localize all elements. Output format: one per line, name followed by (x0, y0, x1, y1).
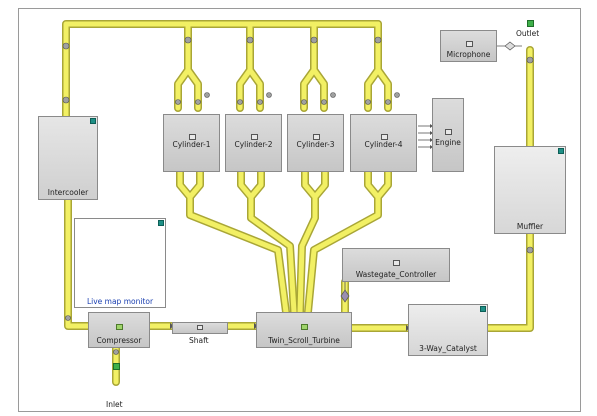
cylinder-1-block[interactable]: Cylinder-1 (163, 114, 220, 172)
microphone-link-valve (504, 41, 516, 51)
cylinder-4-block[interactable]: Cylinder-4 (350, 114, 417, 172)
connector-marker (158, 220, 164, 226)
pipe-junctions (62, 36, 534, 355)
muffler-block[interactable]: Muffler (494, 146, 566, 234)
turbine-icon (301, 324, 308, 330)
cylinder-2-label: Cylinder-2 (234, 140, 273, 149)
wastegate-controller-label: Wastegate_Controller (355, 270, 437, 279)
compressor-label: Compressor (96, 336, 142, 345)
connector-marker (90, 118, 96, 124)
wastegate-controller-block[interactable]: Wastegate_Controller (342, 248, 450, 282)
live-map-monitor[interactable]: Live map monitor (74, 218, 166, 308)
inlet-port[interactable] (113, 363, 120, 370)
twin-scroll-turbine-block[interactable]: Twin_Scroll_Turbine (256, 312, 352, 348)
shaft-block[interactable] (172, 322, 228, 334)
compressor-icon (116, 324, 123, 330)
engine-icon (445, 129, 452, 135)
outlet-label: Outlet (516, 29, 540, 38)
connector-marker (558, 148, 564, 154)
catalyst-label: 3-Way_Catalyst (419, 344, 477, 353)
wastegate-valve[interactable] (340, 289, 350, 303)
outlet-port[interactable] (527, 20, 534, 27)
cylinder-4-label: Cylinder-4 (364, 140, 403, 149)
muffler-label: Muffler (516, 222, 544, 231)
signal-lines (178, 45, 522, 331)
compressor-block[interactable]: Compressor (88, 312, 150, 348)
intercooler-block[interactable]: Intercooler (38, 116, 98, 200)
cylinder-1-label: Cylinder-1 (172, 140, 211, 149)
shaft-label: Shaft (189, 336, 209, 345)
connector-marker (480, 306, 486, 312)
cylinder-4-icon (381, 134, 388, 140)
catalyst-block[interactable]: 3-Way_Catalyst (408, 304, 488, 356)
live-map-caption: Live map monitor (86, 297, 154, 306)
cylinder-1-icon (189, 134, 196, 140)
microphone-icon (466, 41, 473, 47)
engine-block[interactable]: Engine (432, 98, 464, 172)
shaft-icon (197, 325, 203, 330)
wastegate-controller-icon (393, 260, 400, 266)
cylinder-2-block[interactable]: Cylinder-2 (225, 114, 282, 172)
cylinder-3-block[interactable]: Cylinder-3 (287, 114, 344, 172)
engine-label: Engine (435, 138, 461, 147)
inlet-label: Inlet (106, 400, 123, 409)
cylinder-3-icon (313, 134, 320, 140)
intercooler-label: Intercooler (47, 188, 89, 197)
pipe-fills (63, 21, 533, 385)
twin-scroll-turbine-label: Twin_Scroll_Turbine (268, 336, 340, 345)
cylinder-3-label: Cylinder-3 (296, 140, 335, 149)
microphone-label: Microphone (446, 50, 491, 59)
cylinder-2-icon (251, 134, 258, 140)
microphone-block[interactable]: Microphone (440, 30, 497, 62)
